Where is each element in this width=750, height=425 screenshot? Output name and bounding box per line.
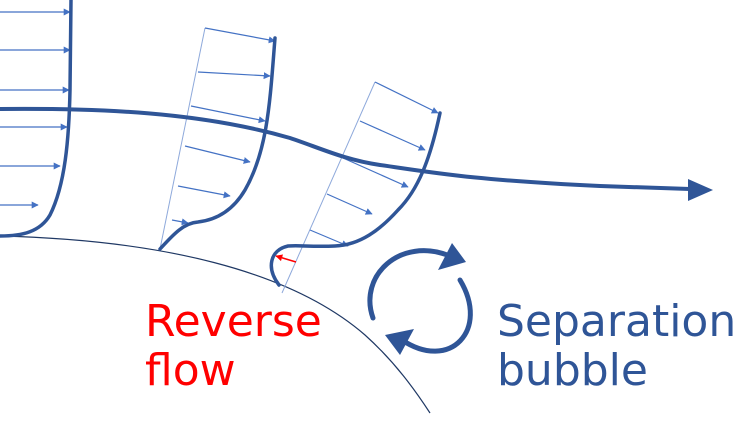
reverse-flow-label-line1: Reverse (145, 296, 322, 347)
velocity-profile-1 (0, 8, 71, 209)
bubble-circulation-upper (367, 248, 453, 321)
profile-3-guide-line (281, 81, 376, 294)
reverse-flow-label-line2: flow (145, 345, 236, 396)
velocity-profile-2-curve (158, 36, 277, 251)
velocity-profile-3 (309, 81, 439, 247)
bubble-arrowhead-upper (438, 243, 466, 270)
profile-2-guide-line (159, 27, 206, 250)
wall-surface (0, 235, 431, 414)
velocity-profile-2 (171, 27, 276, 226)
main-streamline-arrowhead (688, 179, 713, 201)
velocity-profile-1-curve (0, 0, 73, 238)
separation-bubble-label-line1: Separation (497, 296, 736, 347)
velocity-profile-3-curve (269, 111, 442, 287)
separation-bubble-label-line2: bubble (497, 345, 648, 396)
main-streamline (0, 106, 692, 191)
bubble-arrowhead-lower (385, 329, 414, 355)
bubble-circulation-lower (399, 277, 473, 354)
reverse-flow-arrow (275, 254, 297, 263)
